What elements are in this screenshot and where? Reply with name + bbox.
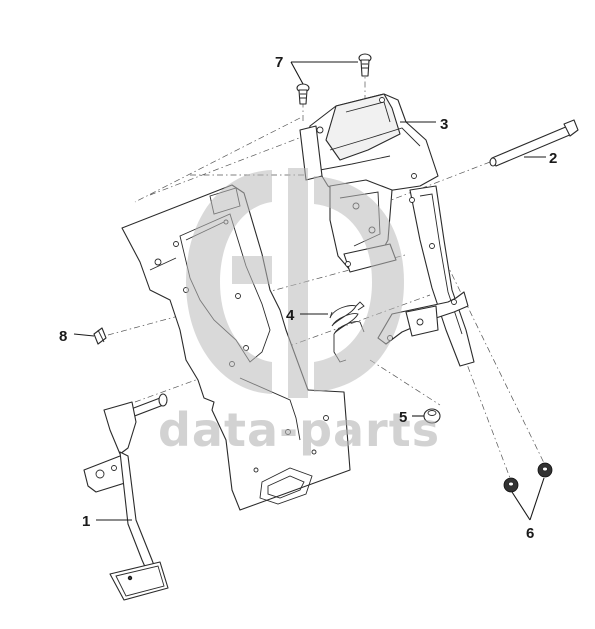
clip [93,327,107,345]
screw-right [358,53,372,77]
watermark: data-parts [158,168,440,457]
callout-leaders [73,61,546,521]
pivot-bolt [489,119,579,167]
callout-6: 6 [526,525,534,542]
nut-right [537,462,553,478]
callout-8: 8 [59,328,67,345]
screw-left [296,83,310,105]
callout-3: 3 [440,116,448,133]
watermark-logo [186,168,404,398]
callout-7: 7 [275,54,283,71]
screws [296,53,372,105]
upper-housing [299,93,439,201]
callout-5: 5 [399,409,407,426]
callout-labels: 7 3 2 4 8 5 6 1 [59,54,557,542]
callout-4: 4 [286,307,295,324]
watermark-text: data-parts [158,403,440,457]
callout-1: 1 [82,513,90,530]
lock-nuts [503,462,553,493]
nut-left [503,477,519,493]
callout-2: 2 [549,150,557,167]
pedal-lever [83,393,169,601]
side-lever-arm [377,185,475,367]
